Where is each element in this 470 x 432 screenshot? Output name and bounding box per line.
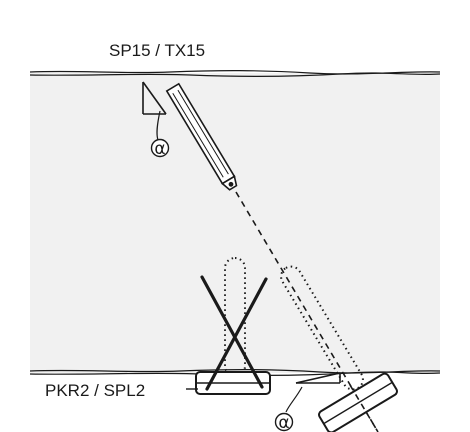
top-angle-circle [150, 138, 170, 158]
wall-area [30, 73, 440, 373]
bottom-device-label: PKR2 / SPL2 [45, 381, 145, 400]
vertical-dotted-outline [224, 257, 246, 377]
top-sensor-device [165, 82, 238, 191]
bottom-angle-leader [285, 386, 303, 413]
bottom-angle-symbol: α [278, 413, 289, 432]
top-sensor-lens-dot [228, 181, 234, 187]
top-wall-edge [29, 70, 441, 77]
top-angle-symbol: α [154, 139, 165, 159]
incorrect-cross-icon [200, 275, 268, 391]
bottom-tilted-device [318, 372, 398, 432]
bottom-angle-marker [295, 372, 341, 384]
top-angle-leader [156, 110, 161, 141]
bottom-angle-circle [274, 412, 294, 432]
beam-path-end [349, 384, 379, 432]
top-device-label: SP15 / TX15 [109, 41, 205, 60]
top-angle-marker [142, 81, 167, 115]
